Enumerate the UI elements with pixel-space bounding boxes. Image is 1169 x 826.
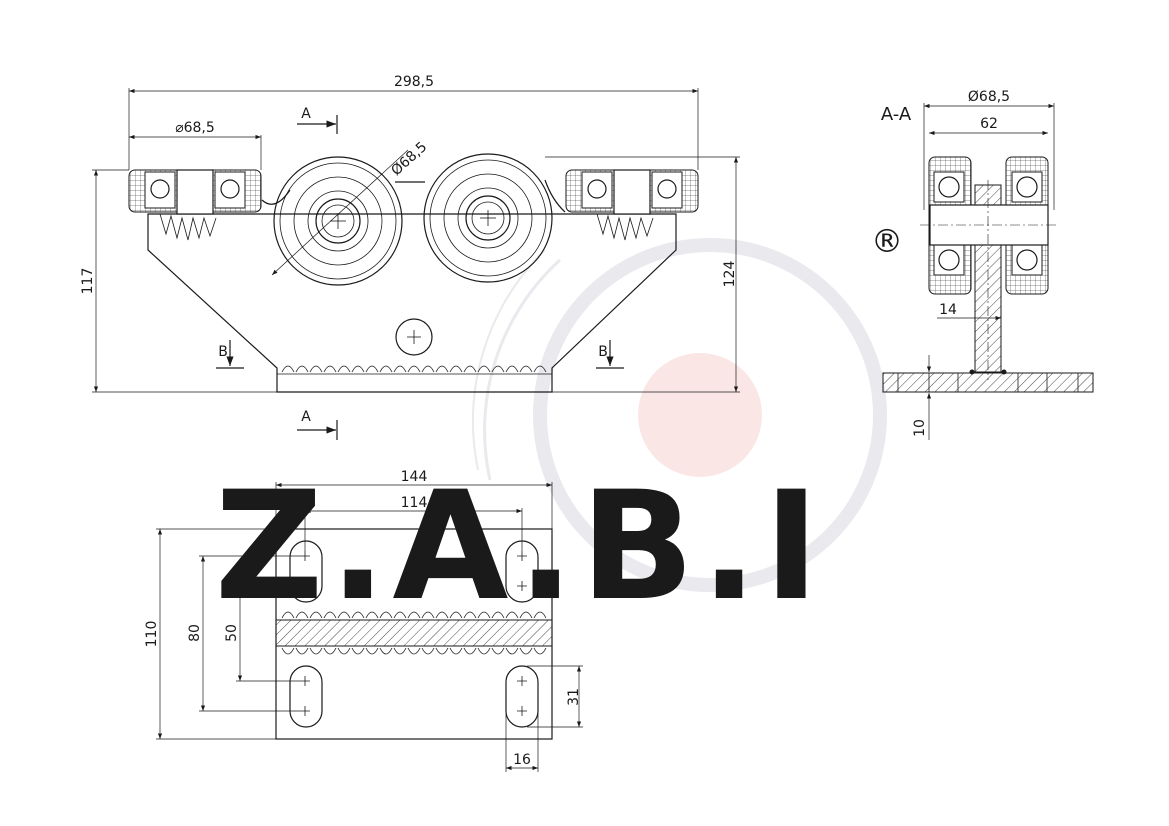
dim-web-thickness: 14 [939, 302, 957, 318]
center-wheel-right [423, 153, 553, 283]
dim-hole-outer-span: 80 [187, 624, 203, 642]
side-wheel-right [565, 169, 699, 241]
section-mark-b-left: B [218, 344, 228, 360]
section-mark-a-bottom: A [301, 409, 311, 425]
dim-plate-height: 110 [144, 621, 160, 648]
bolt-hole-front [395, 318, 433, 356]
section-title: A-A [881, 104, 912, 125]
dim-overall-width: 298,5 [394, 74, 434, 90]
side-wheel-left [128, 169, 262, 241]
base-plate-section [882, 372, 1094, 393]
section-mark-a-top: A [301, 106, 311, 122]
dim-plate-thickness: 10 [912, 419, 928, 437]
bracket-body [147, 213, 677, 393]
watermark-text: Z.A.B.I [215, 460, 826, 634]
side-section-view: A-A Ø68,5 62 14 10 [881, 89, 1094, 440]
rib-section [275, 619, 553, 647]
section-mark-b-right: B [598, 344, 608, 360]
dim-side-wheel-diameter: ⌀68,5 [175, 120, 215, 136]
mounting-slots [289, 540, 539, 728]
dim-slot-width: 16 [513, 752, 531, 768]
dim-slot-length: 31 [566, 688, 582, 706]
dim-left-height: 117 [80, 268, 96, 295]
weld-beads-plate [281, 611, 547, 655]
dim-side-wheel-diameter-aa: Ø68,5 [968, 89, 1010, 105]
dim-hole-spacing-x: 114 [401, 495, 428, 511]
dim-plate-width: 144 [401, 469, 428, 485]
registered-mark: ® [871, 222, 903, 260]
bearings-section [933, 171, 1043, 276]
weld-bead-front [281, 365, 547, 373]
dim-hole-inner-span: 50 [224, 624, 240, 642]
center-wheel-left [273, 156, 403, 286]
dim-side-width: 62 [980, 116, 998, 132]
plate-top-view: 144 114 110 80 50 31 16 [144, 469, 583, 772]
watermark-logo: Z.A.B.I ® [215, 222, 903, 634]
dim-center-wheel-diameter: Ø68,5 [388, 139, 430, 179]
dim-right-height: 124 [722, 261, 738, 288]
